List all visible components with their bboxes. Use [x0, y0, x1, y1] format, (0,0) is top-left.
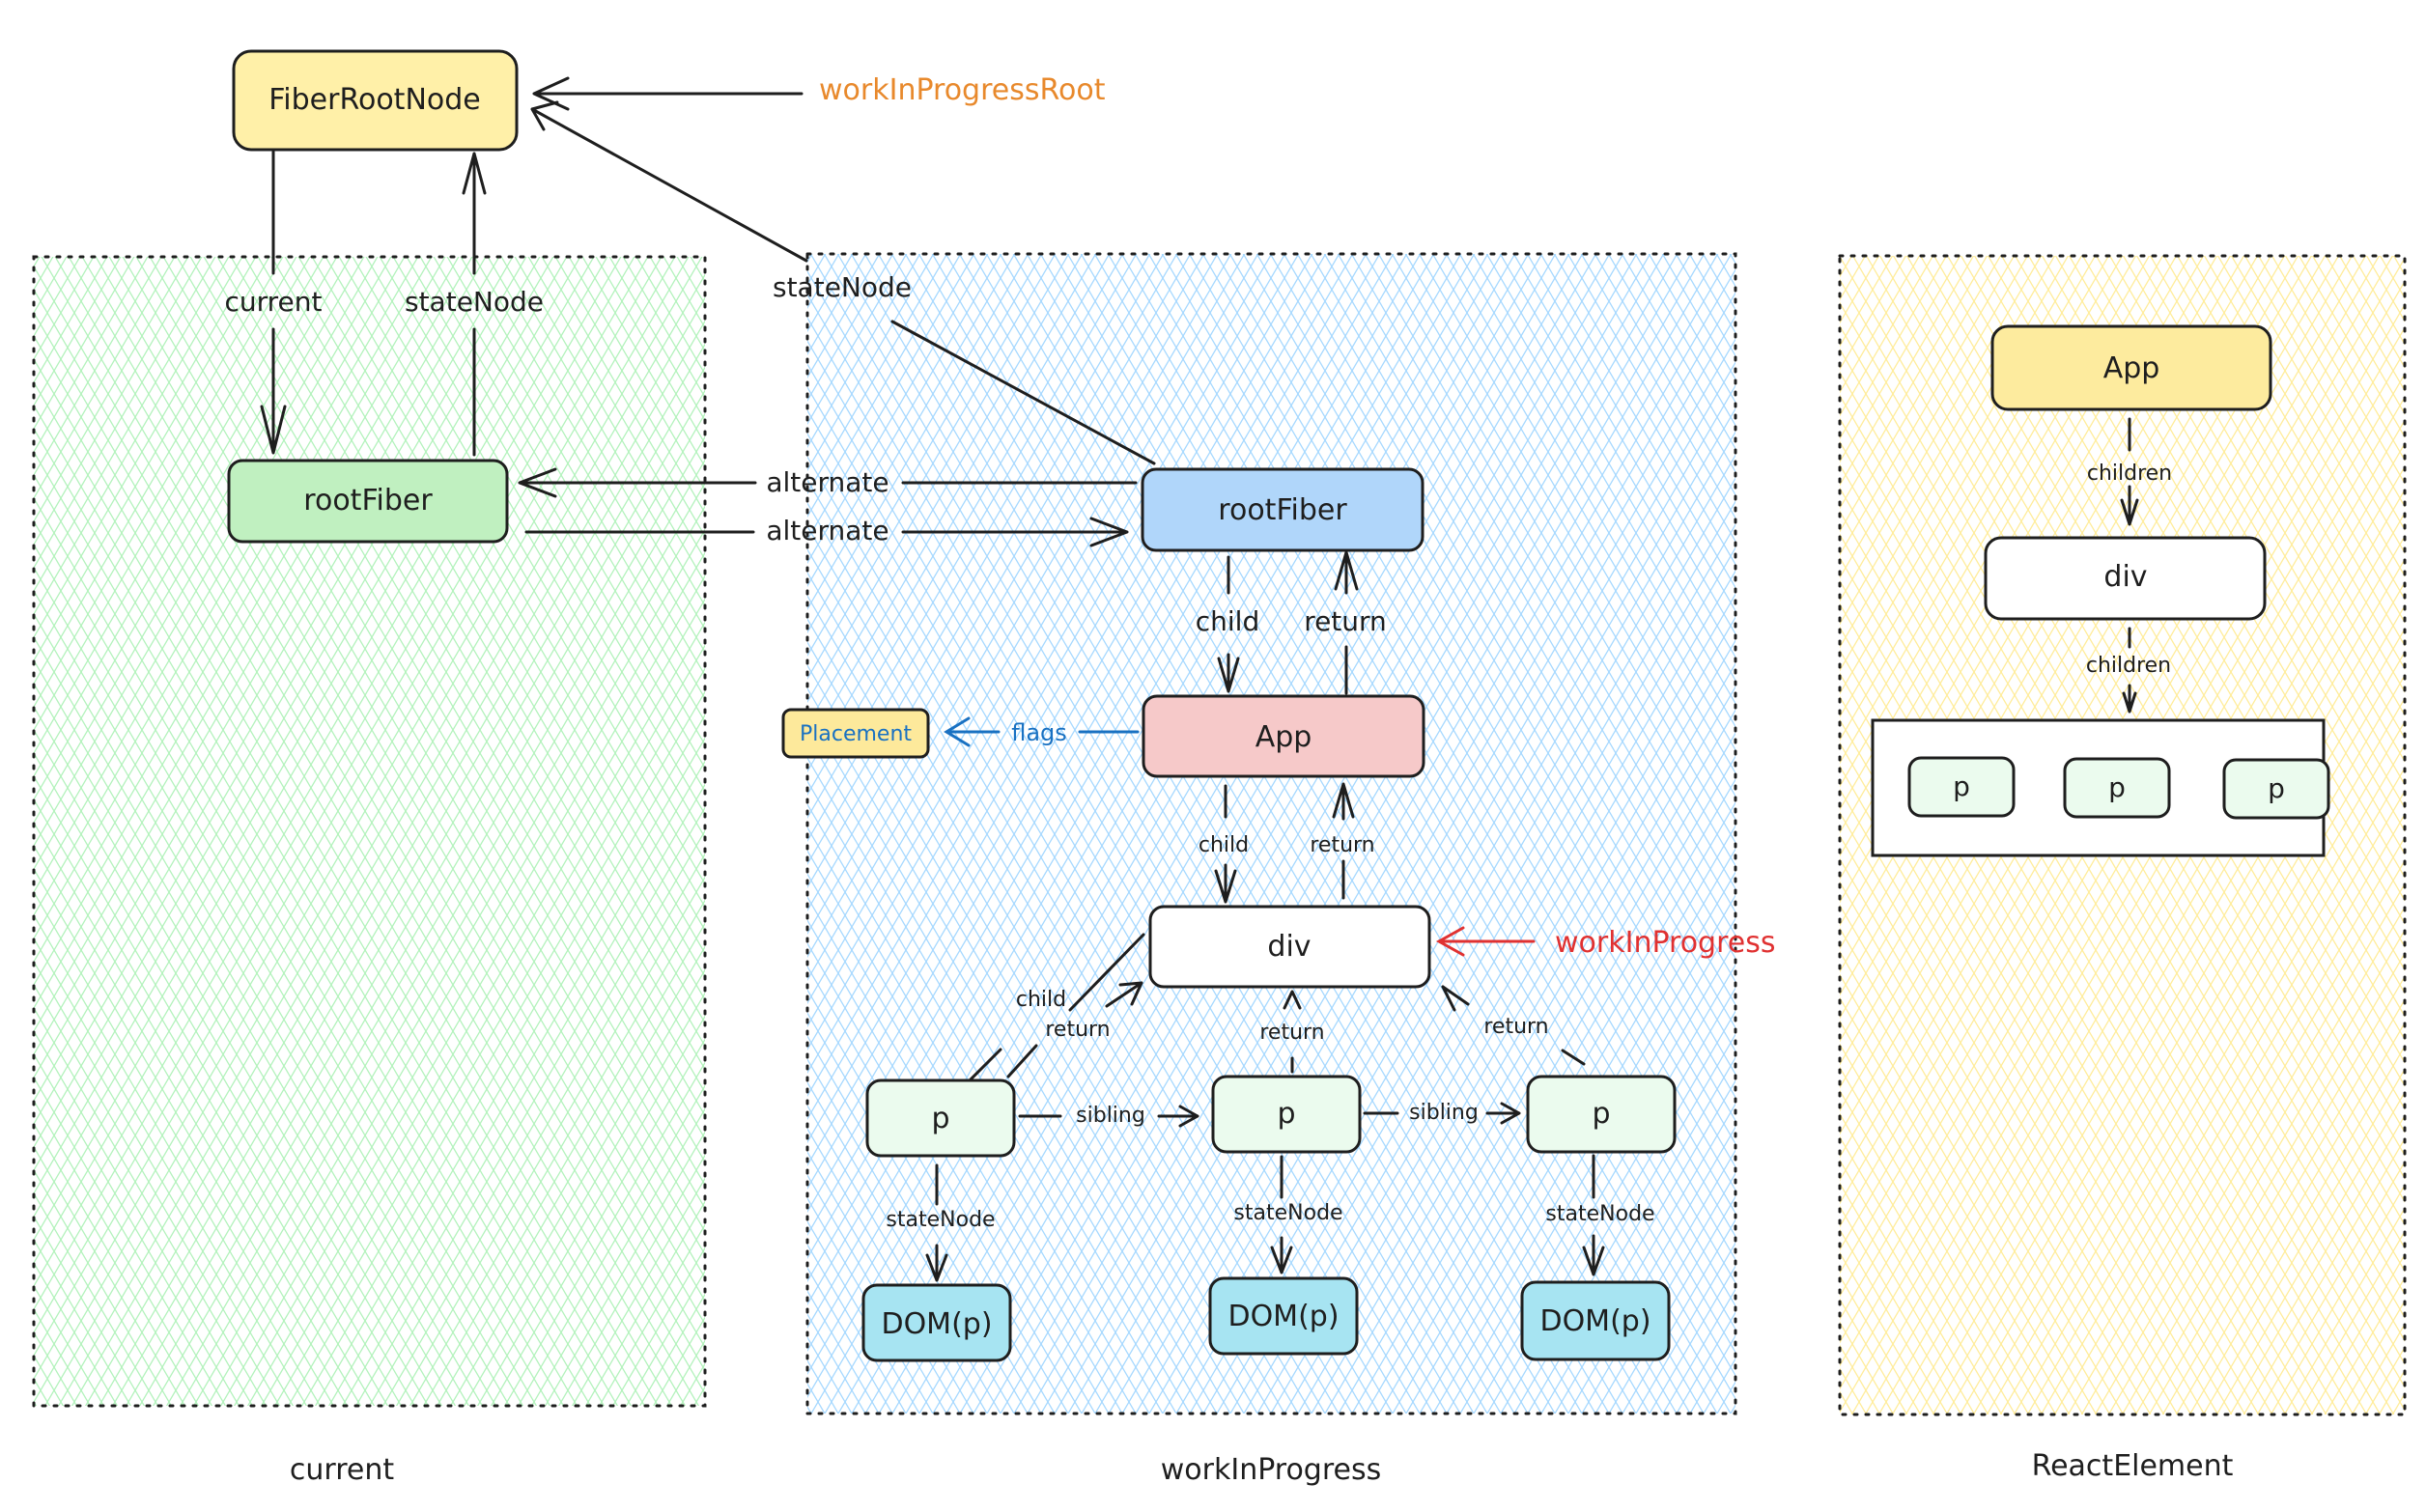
- node-label: App: [1255, 720, 1312, 754]
- panel-label-work-in-progress: workInProgress: [1161, 1453, 1382, 1487]
- node-wip-p-2[interactable]: p: [1211, 1075, 1362, 1154]
- edge-label-return-p1: return: [1045, 1018, 1110, 1042]
- edge-label-stateNode-p2: stateNode: [1233, 1201, 1342, 1225]
- edge-wip-stateNode-lower: [890, 320, 1156, 465]
- node-label: DOM(p): [1539, 1304, 1650, 1338]
- edge-alternate-bottom: [524, 517, 1129, 547]
- edge-label-sibling-2: sibling: [1409, 1101, 1479, 1125]
- edge-sibling-1: [1018, 1105, 1199, 1128]
- edge-label-alternate-bottom: alternate: [766, 515, 889, 546]
- edge-wip-root-arrow: [532, 76, 804, 111]
- node-wip-p-1[interactable]: p: [865, 1078, 1016, 1158]
- node-label: div: [2103, 560, 2147, 594]
- edge-label-return-p3: return: [1483, 1015, 1548, 1039]
- edge-p2-return: [1283, 990, 1302, 1074]
- pointer-work-in-progress-root: workInProgressRoot: [819, 73, 1106, 107]
- edge-label-return-p2: return: [1259, 1021, 1324, 1045]
- edge-label-child-3: child: [1016, 988, 1066, 1012]
- node-dom-p-2[interactable]: DOM(p): [1208, 1276, 1359, 1356]
- node-re-p-1[interactable]: p: [1907, 756, 2016, 818]
- node-label: p: [1277, 1097, 1295, 1131]
- node-label: p: [1953, 770, 1970, 802]
- node-label: p: [2108, 771, 2126, 803]
- node-wip-div[interactable]: div: [1148, 905, 1431, 989]
- edge-p3-return: [1441, 985, 1586, 1066]
- edge-p2-stateNode: [1270, 1155, 1293, 1274]
- node-wip-root-fiber[interactable]: rootFiber: [1141, 467, 1425, 552]
- node-label: App: [2103, 351, 2160, 385]
- node-re-p-3[interactable]: p: [2222, 758, 2330, 820]
- panel-label-current: current: [290, 1453, 394, 1487]
- edge-flags: [944, 716, 1140, 747]
- panel-work-in-progress: [805, 252, 1737, 1415]
- edge-sibling-2: [1363, 1102, 1521, 1125]
- node-wip-p-3[interactable]: p: [1526, 1075, 1677, 1154]
- edge-rootfiber-child: [1217, 555, 1240, 693]
- node-dom-p-1[interactable]: DOM(p): [861, 1283, 1012, 1362]
- edge-app-child: [1214, 784, 1237, 904]
- node-current-root-fiber[interactable]: rootFiber: [227, 459, 509, 544]
- edge-label-sibling-1: sibling: [1076, 1104, 1145, 1128]
- node-label: rootFiber: [1218, 493, 1347, 527]
- node-fiber-root-node[interactable]: FiberRootNode: [232, 49, 519, 152]
- edge-label-stateNode-p3: stateNode: [1545, 1202, 1654, 1226]
- edge-label-child-1: child: [1196, 605, 1259, 637]
- panel-current: [32, 255, 707, 1408]
- edge-p1-stateNode: [925, 1163, 948, 1282]
- node-label: FiberRootNode: [268, 83, 481, 117]
- node-label: DOM(p): [881, 1307, 992, 1341]
- edge-p3-stateNode: [1582, 1154, 1605, 1276]
- edge-label-stateNode-root: stateNode: [405, 286, 544, 318]
- edge-app-return: [1334, 550, 1359, 695]
- pointer-work-in-progress: workInProgress: [1555, 926, 1776, 960]
- edge-re-app-children: [2120, 417, 2139, 526]
- node-label: rootFiber: [303, 484, 433, 518]
- node-re-p-2[interactable]: p: [2063, 757, 2171, 819]
- edge-label-flags: flags: [1011, 719, 1067, 746]
- node-label: p: [2268, 772, 2285, 804]
- edge-label-current: current: [224, 286, 322, 318]
- edge-label-return-1: return: [1304, 605, 1387, 637]
- edge-alternate-top: [518, 467, 1138, 498]
- edge-label-stateNode-p1: stateNode: [886, 1208, 995, 1232]
- edge-label-children-1: children: [2087, 462, 2172, 486]
- node-re-div[interactable]: div: [1984, 536, 2267, 621]
- edge-label-stateNode-wip: stateNode: [773, 271, 912, 303]
- node-label: p: [931, 1102, 949, 1135]
- node-wip-app[interactable]: App: [1142, 694, 1425, 778]
- edge-label-alternate-top: alternate: [766, 466, 889, 498]
- edge-label-child-2: child: [1199, 833, 1249, 857]
- edge-work-in-progress: [1435, 926, 1536, 957]
- panel-label-react-element: ReactElement: [2032, 1449, 2234, 1483]
- edge-wip-stateNode-upper: [530, 100, 808, 263]
- edge-label-children-2: children: [2086, 654, 2171, 678]
- edge-re-div-children: [2122, 627, 2137, 714]
- edge-label-return-2: return: [1310, 833, 1374, 857]
- edge-current-lower: [260, 327, 287, 455]
- node-label: p: [1592, 1097, 1610, 1131]
- node-re-app[interactable]: App: [1990, 324, 2272, 411]
- node-label: Placement: [800, 722, 912, 746]
- edge-p1-return: [1006, 981, 1143, 1078]
- node-dom-p-3[interactable]: DOM(p): [1520, 1280, 1671, 1361]
- node-placement[interactable]: Placement: [781, 708, 930, 759]
- node-label: DOM(p): [1227, 1300, 1339, 1333]
- edge-div-return: [1332, 782, 1355, 900]
- edge-stateNode-upper: [462, 152, 487, 275]
- node-label: div: [1267, 930, 1311, 964]
